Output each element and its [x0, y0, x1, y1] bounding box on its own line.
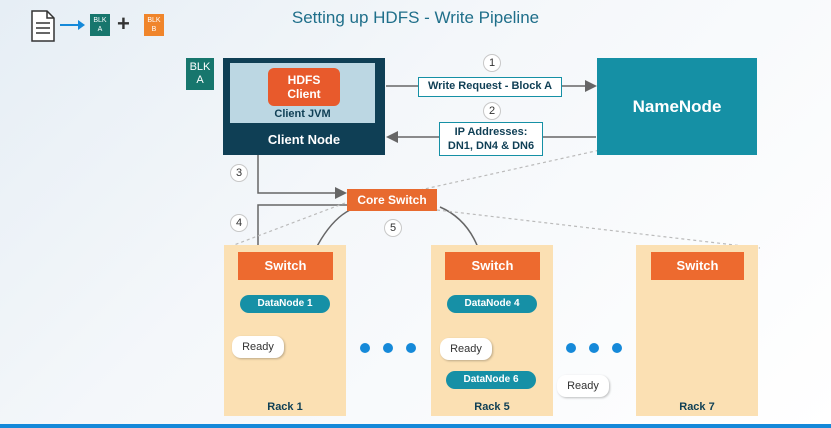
rack-5-switch: Switch [445, 252, 540, 280]
client-node-label: Client Node [267, 132, 341, 147]
client-jvm-label: Client JVM [274, 108, 331, 120]
rack-1-label: Rack 1 [267, 401, 303, 413]
ready-bubble-dn1: Ready [232, 336, 284, 358]
hdfs-client: HDFS Client [268, 68, 340, 106]
rack-5-label: Rack 5 [474, 401, 510, 413]
step-5-badge: 5 [384, 219, 402, 237]
datanode-6: DataNode 6 [446, 371, 536, 389]
ellipsis-dot [406, 343, 416, 353]
ready-bubble-dn6: Ready [557, 375, 609, 397]
rack-7-label: Rack 7 [679, 401, 715, 413]
rack-7-switch: Switch [651, 252, 744, 280]
arrow-right-icon [60, 20, 85, 30]
ellipsis-dot [360, 343, 370, 353]
step-4-badge: 4 [230, 214, 248, 232]
ellipsis-dot [589, 343, 599, 353]
datanode-4: DataNode 4 [447, 295, 537, 313]
core-switch: Core Switch [347, 189, 437, 211]
ellipsis-dot [383, 343, 393, 353]
rack-1-switch: Switch [238, 252, 333, 280]
write-request-label: Write Request - Block A [418, 77, 562, 97]
ready-bubble-dn4: Ready [440, 338, 492, 360]
ip-addresses-label: IP Addresses: DN1, DN4 & DN6 [439, 122, 543, 156]
block-b-legend: BLK B [144, 14, 164, 36]
namenode: NameNode [597, 58, 757, 155]
step-3-badge: 3 [230, 164, 248, 182]
datanode-1: DataNode 1 [240, 295, 330, 313]
step-2-badge: 2 [483, 102, 501, 120]
ellipsis-dot [612, 343, 622, 353]
bottom-accent-bar [0, 424, 831, 428]
block-a-badge: BLK A [186, 58, 214, 90]
document-icon [31, 10, 55, 42]
plus-sign: + [117, 11, 130, 36]
block-a-legend: BLK A [90, 14, 110, 36]
ellipsis-dot [566, 343, 576, 353]
page-title: Setting up HDFS - Write Pipeline [291, 8, 540, 27]
step-1-badge: 1 [483, 54, 501, 72]
